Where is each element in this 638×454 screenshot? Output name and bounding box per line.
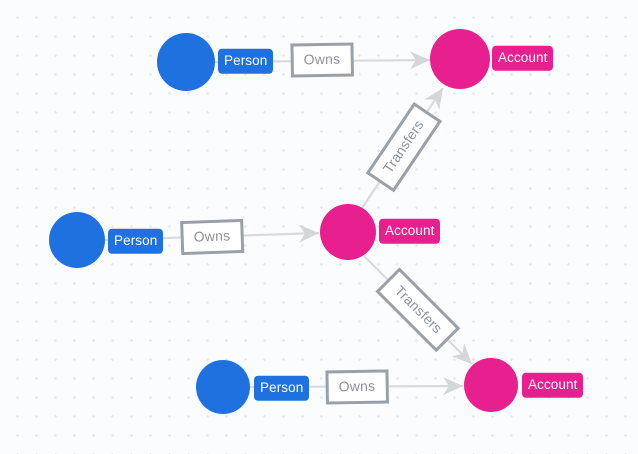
edge-label-owns[interactable]: Owns [290, 42, 354, 78]
edge-label-owns[interactable]: Owns [180, 218, 244, 256]
edge-arrowhead-icon [451, 343, 472, 364]
node-label-person[interactable]: Person [108, 228, 164, 254]
graph-node-person[interactable] [196, 360, 250, 414]
edge-arrowhead-icon [442, 377, 463, 396]
node-label-person[interactable]: Person [254, 375, 310, 401]
node-label-account[interactable]: Account [379, 218, 441, 244]
edge-label-owns[interactable]: Owns [325, 369, 389, 405]
edge-arrowhead-icon [298, 224, 319, 243]
edge-label-transfers[interactable]: Transfers [365, 101, 443, 193]
graph-node-person[interactable] [49, 212, 105, 268]
node-label-person[interactable]: Person [218, 48, 274, 74]
graph-node-account[interactable] [320, 204, 376, 260]
graph-node-account[interactable] [430, 29, 490, 89]
edge-arrowhead-icon [424, 88, 443, 110]
graph-node-account[interactable] [464, 358, 518, 412]
edge-arrowhead-icon [409, 51, 430, 70]
graph-node-person[interactable] [157, 33, 215, 91]
node-label-account[interactable]: Account [492, 45, 554, 71]
edge-label-transfers[interactable]: Transfers [375, 267, 461, 353]
node-label-account[interactable]: Account [522, 372, 584, 398]
